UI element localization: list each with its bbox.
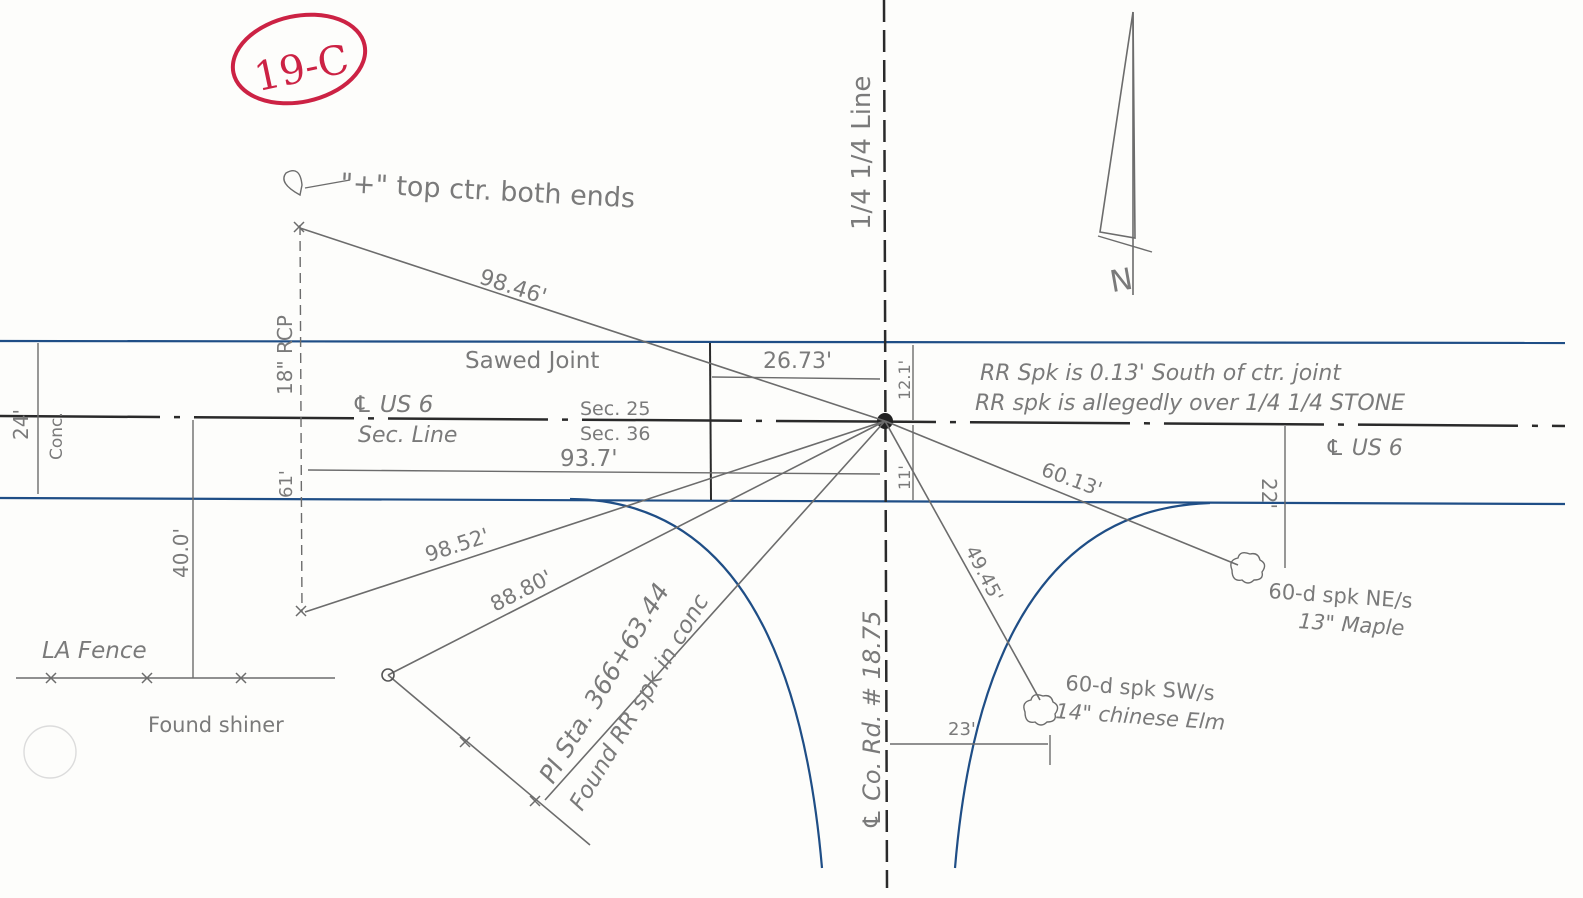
dist-88-80: 88.80'	[486, 565, 556, 616]
dist-93-7: 93.7'	[560, 446, 618, 472]
cl-us6-left: ℄ US 6	[352, 392, 433, 418]
dist-98-46: 98.46'	[476, 265, 549, 310]
fence-diagonal	[387, 674, 591, 846]
dist-49-45: 49.45'	[961, 542, 1008, 605]
sawed-joint-label: Sawed Joint	[465, 348, 599, 374]
tie-98-46	[299, 227, 886, 422]
la-fence-label: LA Fence	[42, 638, 147, 664]
quarter-line	[882, 0, 889, 889]
maple-tree-icon	[1230, 551, 1266, 584]
tie-pi	[544, 420, 886, 801]
tie-60-13	[884, 420, 1239, 566]
quarter-line-label: 1/4 1/4 Line	[847, 76, 877, 230]
dist-23: 23'	[948, 719, 976, 740]
dimension-lines	[16, 343, 1286, 765]
rr-note-2: RR spk is allegedly over 1/4 1/4 STONE	[975, 391, 1405, 416]
conc-label: Conc.	[47, 412, 67, 460]
road-curve-east	[953, 501, 1211, 869]
pipe-leader	[304, 179, 351, 189]
found-shiner-label: Found shiner	[148, 713, 284, 737]
dist-12-1: 12.1'	[895, 360, 914, 400]
top-note: "+" top ctr. both ends	[340, 168, 636, 214]
sec-36-label: Sec. 36	[580, 423, 650, 445]
tie-98-52	[304, 420, 886, 613]
stamp-19c: 19-C	[230, 12, 368, 106]
dist-61: 61'	[276, 470, 297, 498]
rcp-pipe-line	[299, 224, 303, 613]
dist-24: 24'	[9, 409, 33, 440]
fence-markers	[45, 221, 541, 807]
ne-spike-1: 60-d spk NE/s	[1268, 579, 1414, 613]
shiner-marker-icon	[381, 668, 395, 682]
co-rd-label: ℄ Co. Rd. # 18.75	[858, 611, 886, 830]
ne-spike-2: 13" Maple	[1298, 609, 1406, 640]
rr-note-1: RR Spk is 0.13' South of ctr. joint	[980, 361, 1342, 386]
sawed-joint-line	[709, 342, 712, 501]
rcp-label: 18" RCP	[273, 315, 297, 395]
faint-circle	[23, 725, 77, 779]
tie-88-80	[387, 420, 886, 676]
dist-60-13: 60.13'	[1038, 457, 1105, 501]
cl-us6-right: ℄ US 6	[1325, 436, 1403, 461]
dist-26-73: 26.73'	[763, 349, 832, 374]
dist-40-0: 40.0'	[169, 528, 193, 578]
tie-49-45	[884, 420, 1041, 701]
tie-lines	[299, 227, 1239, 846]
dist-22: 22'	[1257, 478, 1281, 509]
centerline-us6	[0, 414, 1566, 428]
road-edge-north	[0, 339, 1566, 345]
road-edge-south	[0, 496, 1566, 506]
north-arrow-icon	[1097, 11, 1153, 295]
north-label: N	[1107, 262, 1135, 300]
sec-line-label: Sec. Line	[358, 423, 457, 448]
dist-11: 11'	[895, 465, 914, 490]
dist-98-52: 98.52'	[422, 524, 492, 567]
pipe-marker-icon	[283, 170, 303, 197]
sec-25-label: Sec. 25	[580, 398, 650, 420]
elm-tree-icon	[1023, 693, 1059, 726]
